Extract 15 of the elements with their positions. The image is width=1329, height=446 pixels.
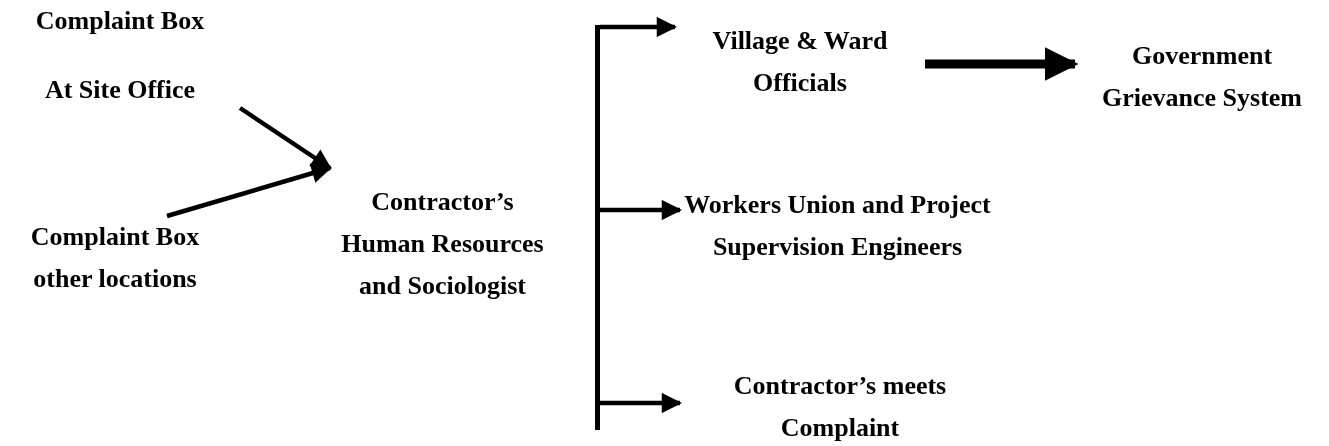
node-label: Contractor’s Human Resources and Sociologist: [340, 186, 545, 302]
arrow: [600, 199, 683, 221]
node-label: Workers Union and Project Supervision Engineers: [683, 189, 992, 263]
arrow: [166, 163, 332, 219]
node-label: Village & Ward Officials: [711, 25, 889, 99]
bracket-bar: [595, 25, 600, 430]
node-label: Government Grievance System: [1101, 40, 1303, 114]
node-label: Complaint Box: [35, 5, 205, 37]
arrow: [600, 16, 678, 38]
node-label: Contractor’s meets Complaint: [732, 370, 948, 444]
arrow: [925, 47, 1079, 81]
arrow: [238, 106, 332, 170]
node-label: Complaint Box other locations: [29, 221, 201, 295]
node-label: At Site Office: [44, 74, 196, 106]
arrow: [600, 392, 683, 414]
